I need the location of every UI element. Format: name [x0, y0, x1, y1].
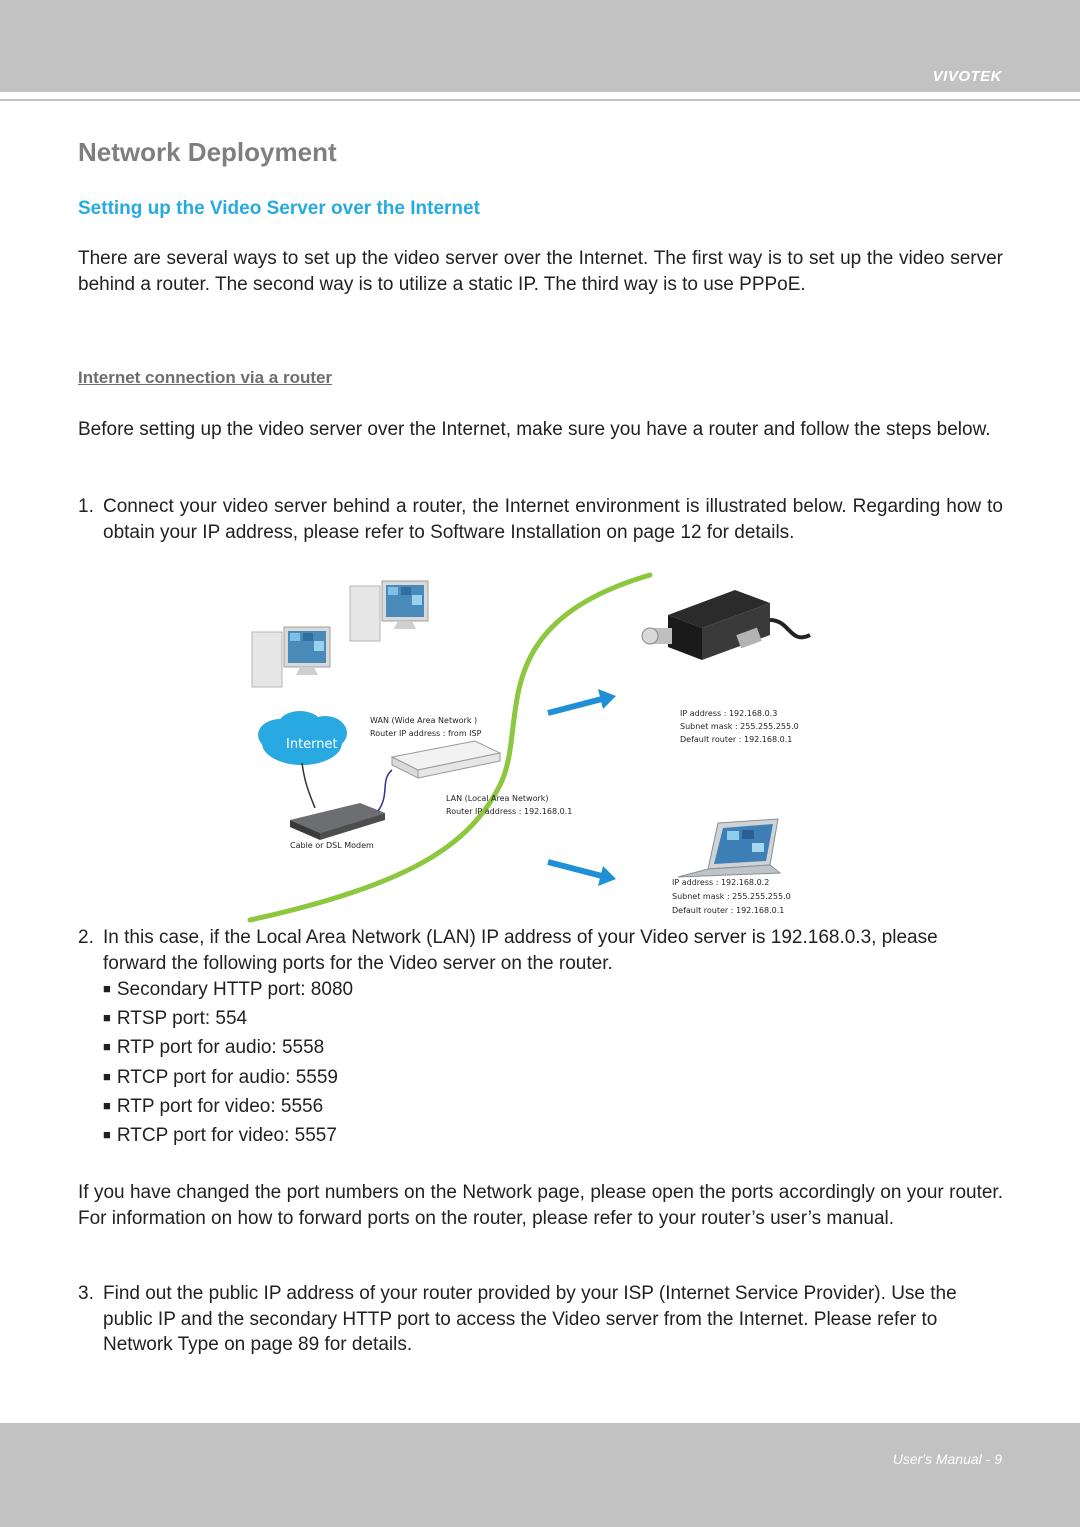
subsection-heading: Internet connection via a router — [78, 368, 333, 387]
modem-label: Cable or DSL Modem — [290, 841, 374, 850]
list-item: ■RTP port for audio: 5558 — [103, 1037, 325, 1059]
header-rule — [0, 99, 1080, 101]
footer-band — [0, 1423, 1080, 1527]
modem-icon — [290, 803, 385, 840]
step-3: 3. Find out the public IP address of you… — [78, 1281, 1003, 1358]
wan-label: WAN (Wide Area Network ) — [370, 716, 477, 725]
laptop-ip-label: IP address : 192.168.0.2 — [672, 878, 769, 887]
router-icon — [390, 740, 502, 779]
step-text: Connect your video server behind a route… — [103, 496, 1003, 543]
step-number: 1. — [78, 496, 94, 517]
arrow-icon — [547, 859, 616, 886]
network-diagram: Internet Cable or DSL Modem WAN (Wide Ar… — [247, 572, 811, 923]
section-title: Setting up the Video Server over the Int… — [78, 198, 480, 219]
bullet-square-icon: ■ — [103, 1039, 111, 1055]
internet-label: Internet — [286, 737, 338, 752]
bullet-square-icon: ■ — [103, 981, 111, 996]
bullet-square-icon: ■ — [103, 1097, 111, 1113]
port-note-paragraph: If you have changed the port numbers on … — [78, 1182, 1003, 1229]
bullet-square-icon: ■ — [103, 1010, 111, 1026]
step-text: Find out the public IP address of your r… — [103, 1283, 957, 1355]
step-number: 3. — [78, 1283, 94, 1304]
desktop-pc-icon — [251, 626, 331, 688]
network-cable — [247, 572, 653, 923]
video-server-icon — [641, 590, 811, 660]
list-item: ■RTCP port for video: 5557 — [103, 1124, 337, 1146]
arrow-icon — [547, 689, 616, 716]
header-band — [0, 0, 1080, 92]
list-item: ■RTCP port for audio: 5559 — [103, 1066, 338, 1088]
list-item: ■RTSP port: 554 — [103, 1008, 248, 1030]
cloud-modem-cable — [301, 762, 316, 809]
laptop-icon — [677, 818, 782, 878]
lan-ip-label: Router IP address : 192.168.0.1 — [446, 807, 572, 816]
step-2: 2. In this case, if the Local Area Netwo… — [78, 925, 1003, 976]
internet-cloud-icon — [258, 711, 347, 765]
list-item: ■RTP port for video: 5556 — [103, 1095, 324, 1117]
wan-ip-label: Router IP address : from ISP — [370, 729, 482, 738]
laptop-router-label: Default router : 192.168.0.1 — [672, 906, 784, 915]
page-number: User's Manual - 9 — [892, 1451, 1002, 1467]
brand-logo-text: VIVOTEK — [932, 68, 1002, 85]
port-list: ■Secondary HTTP port: 8080 ■RTSP port: 5… — [103, 976, 353, 1151]
list-item: ■Secondary HTTP port: 8080 — [103, 979, 354, 1000]
page-title: Network Deployment — [78, 137, 337, 167]
bullet-square-icon: ■ — [103, 1126, 111, 1142]
lan-label: LAN (Local Area Network) — [446, 794, 549, 803]
laptop-mask-label: Subnet mask : 255.255.255.0 — [672, 892, 791, 901]
server-router-label: Default router : 192.168.0.1 — [680, 735, 792, 744]
step-1: 1. Connect your video server behind a ro… — [78, 494, 1003, 545]
desktop-pc-icon — [349, 580, 429, 642]
server-ip-label: IP address : 192.168.0.3 — [680, 709, 777, 718]
step-number: 2. — [78, 927, 94, 948]
bullet-square-icon: ■ — [103, 1068, 111, 1084]
modem-router-cable — [377, 769, 393, 812]
server-mask-label: Subnet mask : 255.255.255.0 — [680, 722, 799, 731]
step-text: In this case, if the Local Area Network … — [103, 927, 938, 974]
intro-paragraph: There are several ways to set up the vid… — [78, 248, 1003, 295]
subsection-intro: Before setting up the video server over … — [78, 419, 991, 440]
